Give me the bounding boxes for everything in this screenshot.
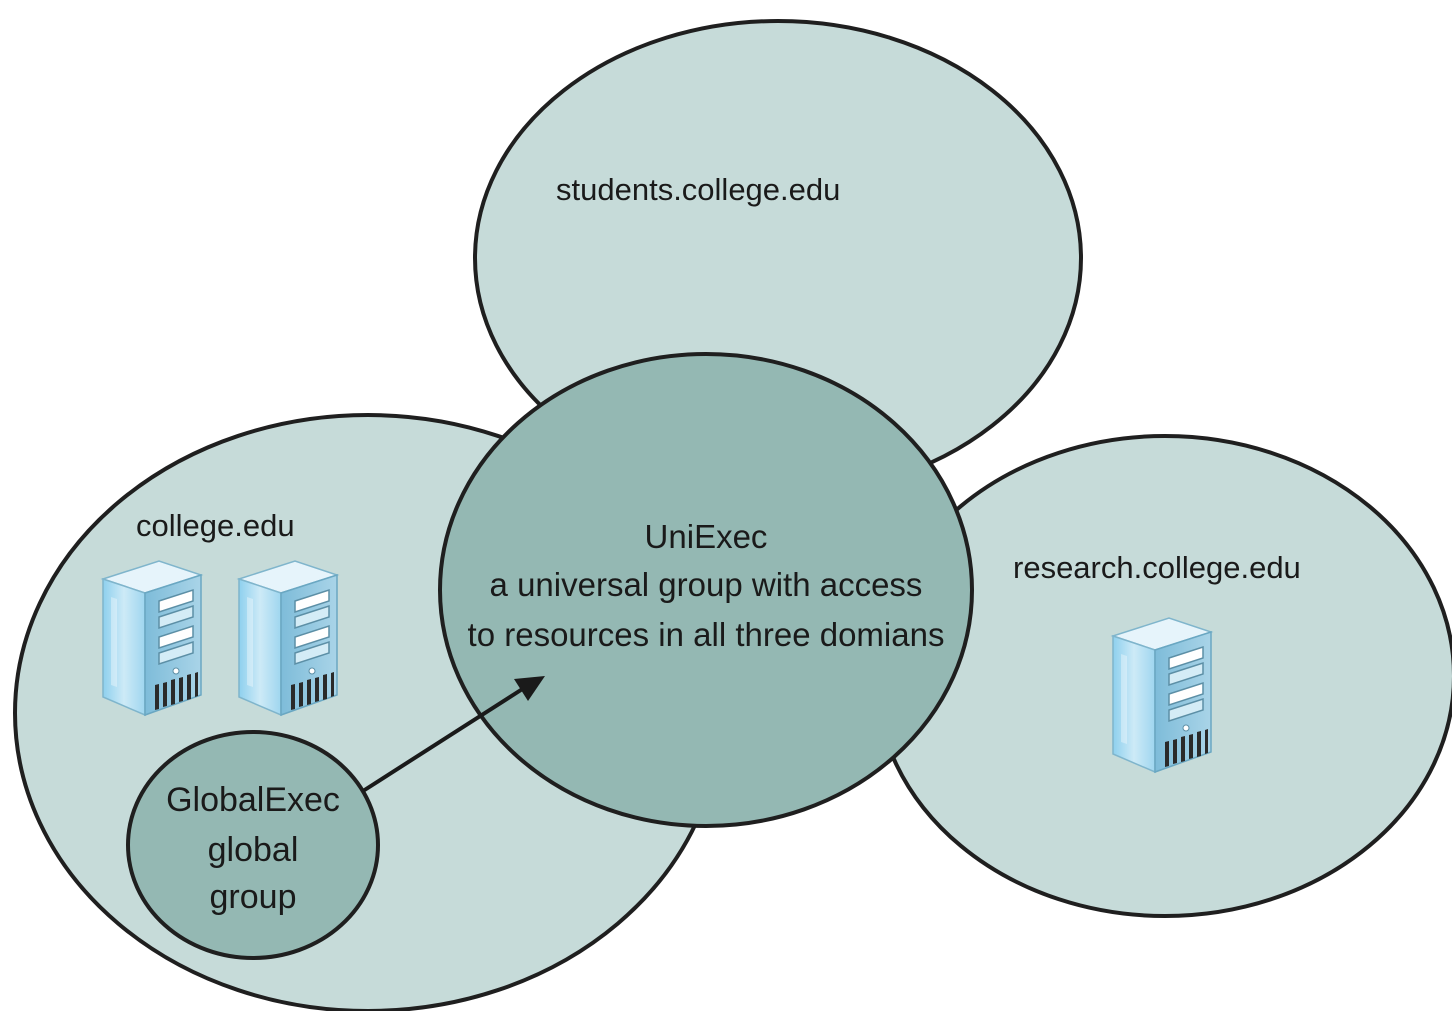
global-group-line2: global — [208, 831, 299, 869]
domain-label-students: students.college.edu — [556, 172, 840, 207]
universal-group-description-line1: a universal group with access — [490, 566, 923, 603]
universal-group-ellipse — [438, 352, 974, 828]
universal-group-name: UniExec — [645, 518, 768, 555]
global-group-line1: GlobalExec — [166, 781, 340, 819]
domain-label-college: college.edu — [136, 508, 295, 543]
global-group-line3: group — [210, 878, 297, 916]
arrow-right-up-icon — [361, 676, 545, 793]
domain-label-research: research.college.edu — [1013, 550, 1301, 585]
global-group-ellipse — [126, 730, 380, 960]
server-icon-college-2 — [238, 560, 338, 716]
server-icon-research — [1112, 617, 1212, 773]
server-icon-college-1 — [102, 560, 202, 716]
universal-group-description-line2: to resources in all three domians — [468, 616, 945, 653]
